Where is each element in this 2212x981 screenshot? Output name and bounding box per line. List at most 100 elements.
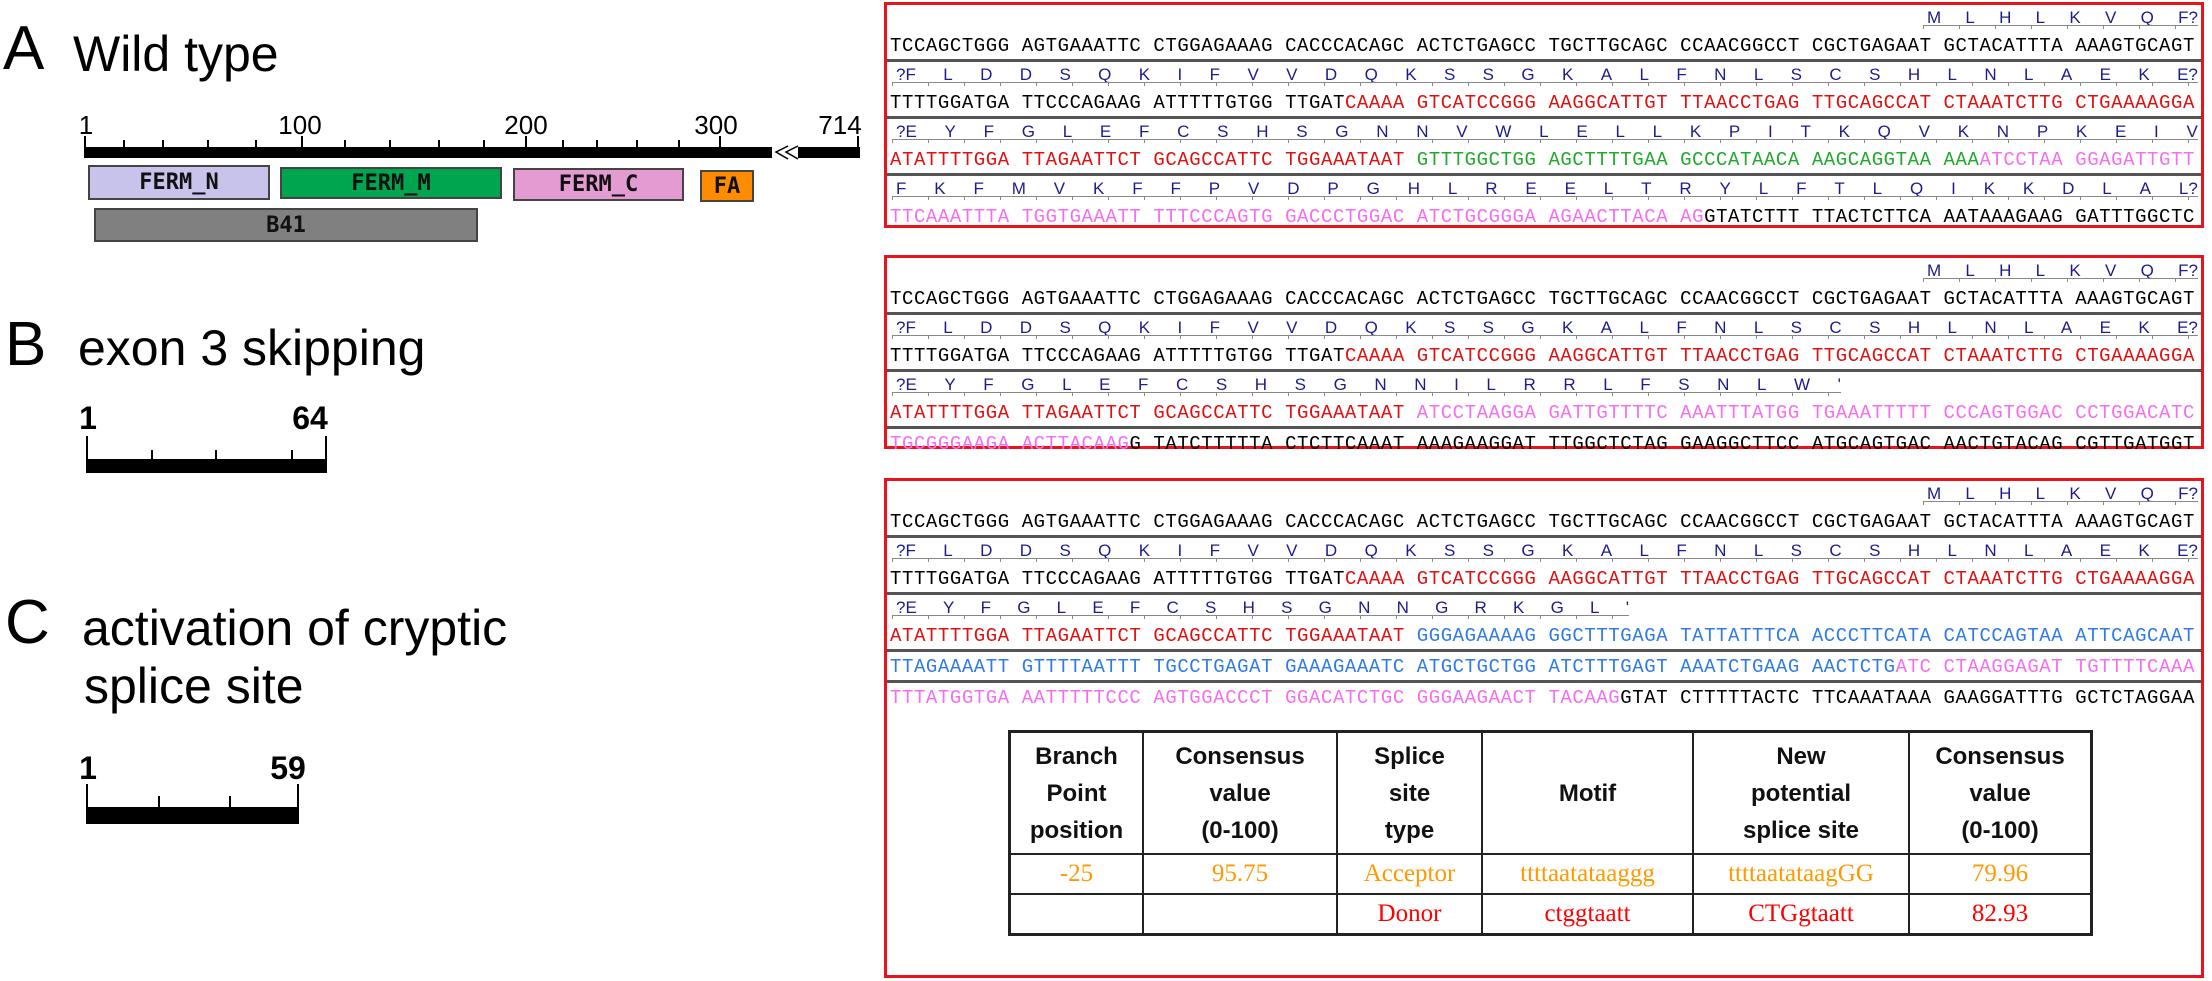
amino-acid: A — [1600, 318, 1613, 337]
amino-acid: S — [1217, 122, 1229, 141]
ruler-a-bar-end — [798, 147, 860, 158]
amino-acid: P — [1208, 179, 1221, 198]
amino-acid: F — [1170, 179, 1181, 198]
amino-acid: G — [1521, 65, 1535, 84]
cell-new-consensus: 79.96 — [1908, 853, 2093, 895]
amino-acid: N — [1714, 318, 1727, 337]
amino-acid: D — [1324, 541, 1338, 560]
amino-acid: H — [1242, 598, 1255, 617]
amino-acid: N — [1376, 122, 1389, 141]
cell-branch-point — [1008, 893, 1144, 936]
amino-acid: G — [1021, 122, 1035, 141]
amino-acid: V — [2104, 261, 2117, 280]
amino-acid: V — [2104, 8, 2117, 27]
sequence-segment-black: G TATCTTTTTA CTCTTCAAAT AAAGAAGGAT TTGGC… — [1129, 433, 2195, 455]
amino-acid: F — [1129, 598, 1141, 617]
amino-acid: H — [1407, 179, 1420, 198]
amino-acid: D — [1324, 318, 1338, 337]
panel-b-title: exon 3 skipping — [78, 320, 426, 376]
amino-acid: F — [1676, 318, 1687, 337]
amino-acid: S — [1869, 541, 1881, 560]
amino-acid: F? — [2178, 261, 2198, 280]
cell-branch-point: -25 — [1008, 853, 1144, 895]
amino-acid: C — [1829, 318, 1842, 337]
sequence-segment-black: GTATCTTT TTACTCTTCA AATAAAGAAG GATTTGGCT… — [1704, 206, 2195, 228]
amino-acid: K — [1405, 318, 1417, 337]
amino-acid: N — [1984, 318, 1997, 337]
amino-acid: L — [1539, 122, 1549, 141]
amino-acid: A — [2139, 179, 2151, 198]
amino-acid: K — [2069, 261, 2081, 280]
amino-acid: G — [1521, 318, 1535, 337]
amino-acid: C — [1166, 598, 1179, 617]
codon-tick-line — [892, 82, 2198, 87]
amino-acid: L — [1639, 541, 1649, 560]
amino-acid: S — [1790, 318, 1803, 337]
amino-acid: Q — [2140, 261, 2154, 280]
amino-acid: L — [1062, 122, 1073, 141]
amino-acid: L — [1947, 541, 1957, 560]
amino-acid: ?F — [896, 65, 916, 84]
amino-acid: L — [1639, 318, 1649, 337]
amino-acid: A — [1600, 65, 1613, 84]
amino-acid: L — [1872, 179, 1883, 198]
amino-acid: L — [1056, 598, 1067, 617]
amino-acid: K — [934, 179, 946, 198]
amino-acid: M — [1011, 179, 1026, 198]
amino-acid: L — [2024, 318, 2034, 337]
amino-acid: R — [1679, 179, 1692, 198]
amino-acid: K — [1562, 65, 1574, 84]
amino-acid: A — [2060, 65, 2073, 84]
amino-acid: C — [1829, 65, 1842, 84]
ruler-b-label-1: 1 — [79, 400, 97, 436]
amino-acid: G — [1550, 598, 1564, 617]
amino-acid: L — [1639, 65, 1649, 84]
ruler-b-label-64: 64 — [292, 400, 328, 436]
amino-acid: L — [1758, 179, 1769, 198]
panel-a-title: Wild type — [73, 26, 279, 82]
amino-acid: K — [2069, 8, 2081, 27]
amino-acid: S — [1294, 375, 1306, 394]
amino-acid: L — [1753, 65, 1764, 84]
amino-acid: D — [1324, 65, 1338, 84]
amino-acid: C — [1177, 122, 1190, 141]
amino-acid: L — [943, 541, 953, 560]
amino-acid: K — [1838, 122, 1850, 141]
amino-acid: L — [1590, 598, 1600, 617]
amino-acid: L — [1965, 261, 1975, 280]
amino-acid: E — [2099, 541, 2111, 560]
amino-acid: Q — [1098, 65, 1112, 84]
codon-tick-line — [892, 196, 2198, 201]
amino-acid: K — [1957, 122, 1970, 141]
amino-acid: L — [943, 65, 953, 84]
amino-acid: F — [1796, 179, 1807, 198]
amino-acid: N — [1416, 122, 1429, 141]
amino-acid: F — [980, 598, 991, 617]
amino-acid: H — [1907, 541, 1921, 560]
codon-tick-line — [1923, 501, 2198, 506]
sequence-segment-red: ATATTTTGGA TTAGAATTCT GCAGCCATTC TGGAAAT… — [890, 625, 1417, 647]
amino-acid: L — [1965, 484, 1975, 503]
amino-acid: F — [973, 179, 984, 198]
amino-acid: T — [1800, 122, 1811, 141]
amino-acid: S — [1443, 541, 1456, 560]
amino-acid: K — [2069, 484, 2081, 503]
ruler-a-label-200: 200 — [504, 110, 548, 140]
amino-acid: E — [2099, 318, 2111, 337]
amino-acid: ' — [1625, 598, 1629, 617]
amino-acid: S — [1059, 65, 1071, 84]
amino-acid: H — [1254, 375, 1268, 394]
amino-acid: Y — [944, 375, 956, 394]
sequence-segment-pink: ATC CTAAGGAGAT TGTTTTCAAA — [1895, 656, 2195, 678]
amino-acid: K — [1983, 179, 1996, 198]
amino-acid: I — [1177, 318, 1183, 337]
amino-acid: P — [1728, 122, 1741, 141]
